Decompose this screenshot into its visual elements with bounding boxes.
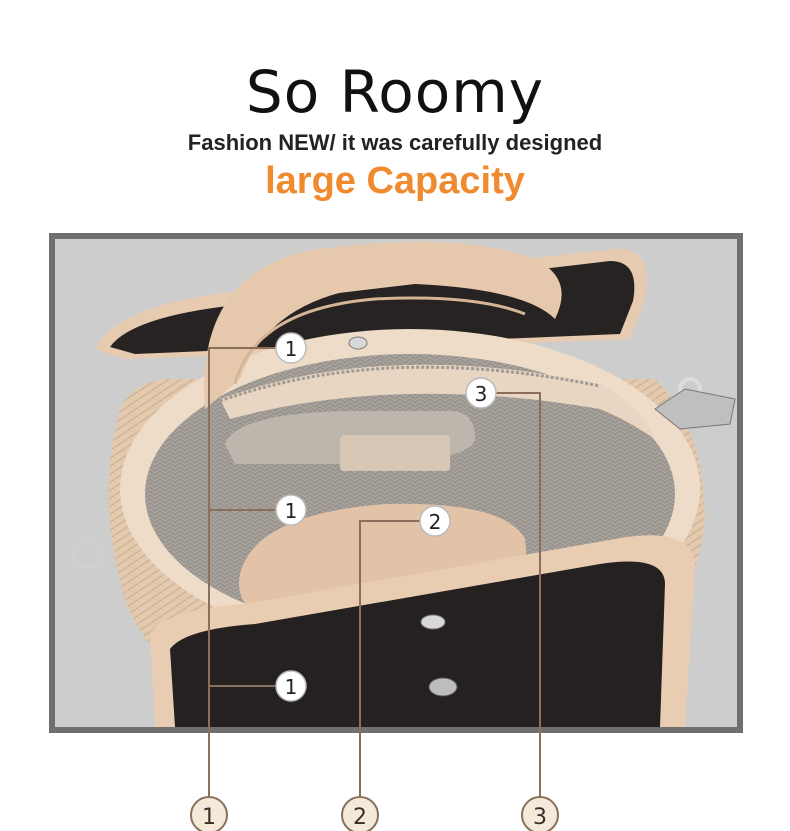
legend-marker-2: 2: [341, 796, 379, 831]
capacity-heading: large Capacity: [265, 160, 525, 202]
handbag-illustration: [55, 239, 737, 727]
bag-handle: [204, 241, 562, 409]
marker-label: 1: [285, 499, 298, 523]
legend-label: 2: [353, 805, 367, 830]
callout-line-3: [495, 392, 541, 796]
legend-marker-1: 1: [190, 796, 228, 831]
marker-label: 1: [285, 337, 298, 361]
clasp-top: [348, 336, 368, 350]
clasp-front: [420, 614, 446, 630]
page-title: So Roomy: [245, 58, 545, 126]
zip-pocket: [220, 364, 655, 439]
marker-label: 1: [285, 675, 298, 699]
clasp-flap: [428, 677, 458, 697]
side-ring-left: [70, 537, 104, 571]
marker-label: 3: [475, 382, 488, 406]
marker-1-top: 1: [275, 332, 307, 364]
marker-label: 2: [429, 510, 442, 534]
marker-3: 3: [465, 377, 497, 409]
callout-line-1: [208, 347, 275, 796]
product-photo: [49, 233, 743, 733]
marker-2: 2: [419, 505, 451, 537]
callout-line-2: [359, 520, 420, 796]
legend-marker-3: 3: [521, 796, 559, 831]
page-subtitle: Fashion NEW/ it was carefully designed: [187, 130, 603, 155]
marker-1-middle: 1: [275, 494, 307, 526]
zipper-pull: [654, 388, 736, 430]
legend-label: 3: [533, 805, 547, 830]
legend-label: 1: [202, 805, 216, 830]
marker-1-bottom: 1: [275, 670, 307, 702]
